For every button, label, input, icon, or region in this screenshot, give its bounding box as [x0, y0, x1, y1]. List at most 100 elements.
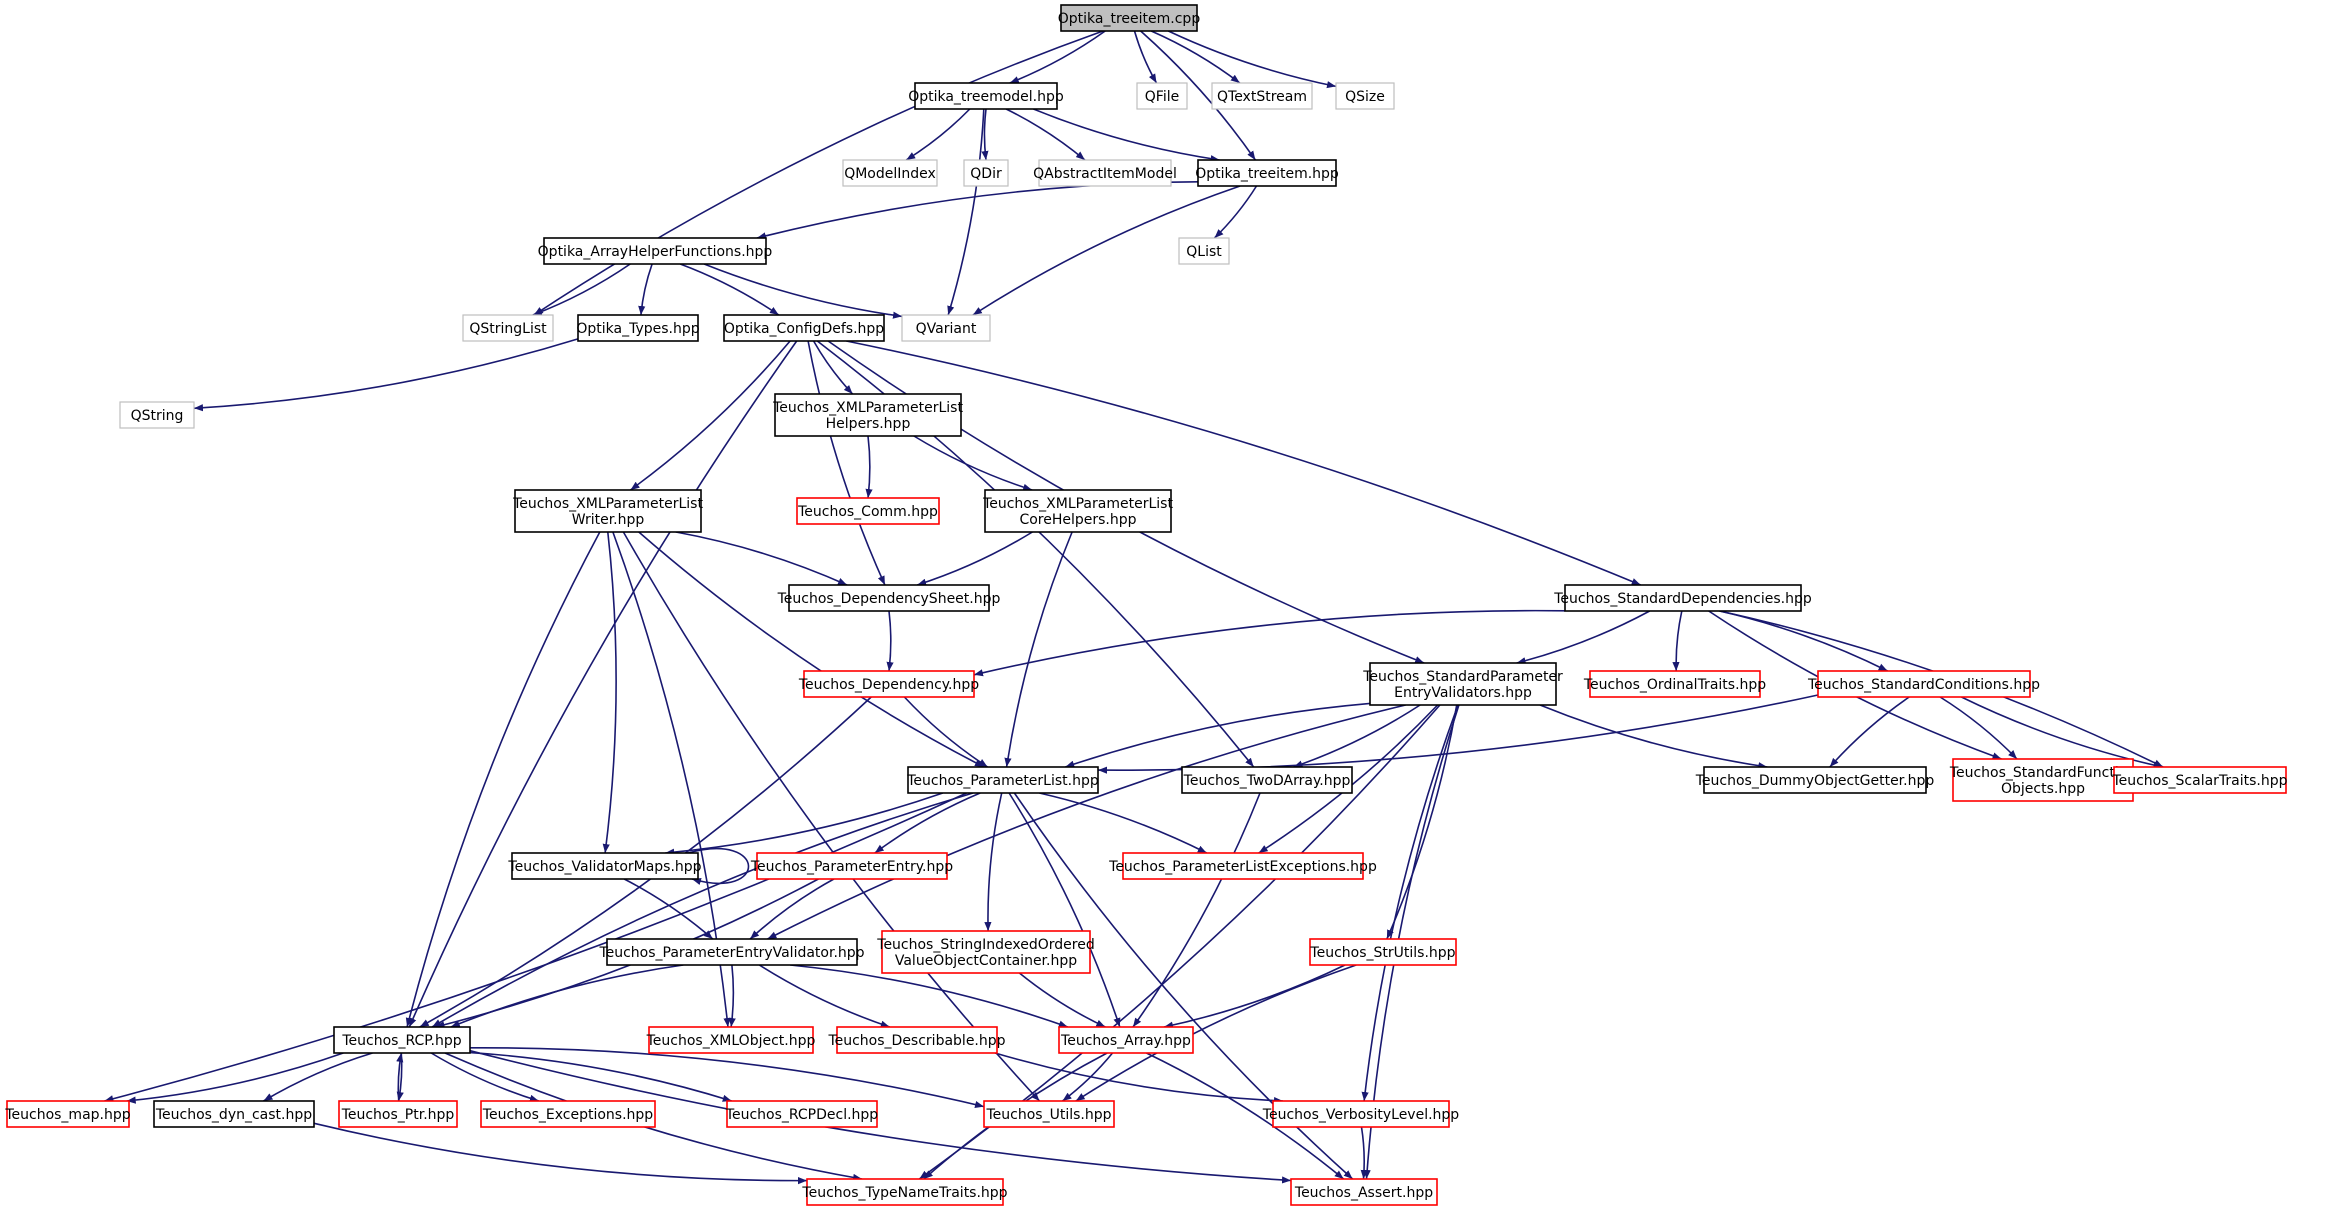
node-n48[interactable]: Teuchos_VerbosityLevel.hpp: [1262, 1100, 1460, 1128]
node-label: Teuchos_TypeNameTraits.hpp: [801, 1185, 1007, 1201]
node-n11[interactable]: QList: [1178, 237, 1230, 265]
node-n6[interactable]: QModelIndex: [842, 159, 938, 187]
node-label: QModelIndex: [844, 166, 936, 182]
node-n36[interactable]: Teuchos_StringIndexedOrderedValueObjectC…: [876, 930, 1095, 974]
node-n41[interactable]: Teuchos_Array.hpp: [1058, 1026, 1194, 1054]
edge-n35-n41: [790, 964, 1069, 1028]
node-n12[interactable]: QStringList: [462, 314, 554, 342]
node-box: [1197, 159, 1337, 187]
node-label: QStringList: [469, 321, 547, 337]
node-label: Teuchos_StandardDependencies.hpp: [1553, 591, 1812, 607]
edge-n32-n35: [623, 878, 714, 940]
node-box: [1589, 670, 1761, 698]
node-box: [756, 852, 948, 880]
node-n42[interactable]: Teuchos_map.hpp: [4, 1100, 131, 1128]
node-n31[interactable]: Teuchos_ScalarTraits.hpp: [2111, 766, 2288, 794]
edge-n14-n21: [846, 340, 1642, 586]
node-label: Teuchos_Comm.hpp: [797, 504, 938, 520]
node-n25[interactable]: Teuchos_OrdinalTraits.hpp: [1583, 670, 1766, 698]
edge-n27-n34: [1039, 792, 1208, 854]
node-n29[interactable]: Teuchos_DummyObjectGetter.hpp: [1695, 766, 1935, 794]
edge-n27-n38: [431, 792, 974, 1028]
node-box: [1309, 938, 1457, 966]
node-n2[interactable]: Optika_treemodel.hpp: [908, 82, 1064, 110]
node-box: [2113, 766, 2287, 794]
node-n13[interactable]: Optika_Types.hpp: [576, 314, 700, 342]
node-n28[interactable]: Teuchos_TwoDArray.hpp: [1181, 766, 1353, 794]
edge-n27-n36: [984, 792, 1003, 932]
node-n32[interactable]: Teuchos_ValidatorMaps.hpp: [507, 852, 702, 880]
edge-n35-n38: [450, 964, 684, 1028]
node-label: QAbstractItemModel: [1033, 166, 1177, 182]
edge-n26-n30: [1939, 696, 2018, 760]
node-n22[interactable]: Teuchos_DependencySheet.hpp: [777, 584, 1001, 612]
node-n9[interactable]: Optika_treeitem.hpp: [1195, 159, 1339, 187]
node-box: [511, 852, 699, 880]
node-n44[interactable]: Teuchos_Ptr.hpp: [338, 1100, 458, 1128]
edge-n17-n20: [913, 435, 1033, 491]
node-n10[interactable]: Optika_ArrayHelperFunctions.hpp: [538, 237, 773, 265]
edge-n38-n49: [444, 1052, 863, 1181]
node-n15[interactable]: QVariant: [901, 314, 991, 342]
node-n1[interactable]: Optika_treeitem.cpp: [1058, 4, 1201, 32]
edge-n28-n41: [1132, 792, 1261, 1028]
node-label: Teuchos_StringIndexedOrdered: [876, 937, 1094, 953]
edge-n14-n38: [408, 340, 798, 1028]
node-box: [963, 159, 1009, 187]
edge-n1-n2: [1009, 30, 1106, 84]
edge-n18-n27: [638, 531, 985, 768]
node-n14[interactable]: Optika_ConfigDefs.hpp: [723, 314, 885, 342]
edge-n10-n14: [679, 263, 780, 316]
edge-n20-n22: [916, 531, 1033, 586]
node-n21[interactable]: Teuchos_StandardDependencies.hpp: [1553, 584, 1812, 612]
edge-n35-n39: [728, 964, 736, 1028]
node-n45[interactable]: Teuchos_Exceptions.hpp: [480, 1100, 656, 1128]
node-label: Teuchos_Assert.hpp: [1294, 1185, 1433, 1201]
edge-n41-n47: [1062, 1052, 1114, 1102]
node-n27[interactable]: Teuchos_ParameterList.hpp: [906, 766, 1099, 794]
node-label: Teuchos_TwoDArray.hpp: [1183, 773, 1351, 789]
node-label: QTextStream: [1217, 89, 1307, 105]
node-n47[interactable]: Teuchos_Utils.hpp: [983, 1100, 1115, 1128]
edge-n14-n22: [807, 340, 886, 586]
node-n35[interactable]: Teuchos_ParameterEntryValidator.hpp: [598, 938, 865, 966]
node-box: [1038, 159, 1172, 187]
node-box: [514, 489, 702, 533]
node-n34[interactable]: Teuchos_ParameterListExceptions.hpp: [1108, 852, 1377, 880]
node-n16[interactable]: QString: [119, 401, 195, 429]
node-n23[interactable]: Teuchos_StandardParameterEntryValidators…: [1362, 662, 1563, 706]
node-box: [1181, 766, 1353, 794]
node-n39[interactable]: Teuchos_XMLObject.hpp: [646, 1026, 816, 1054]
node-n50[interactable]: Teuchos_Assert.hpp: [1290, 1178, 1438, 1206]
node-box: [577, 314, 699, 342]
node-n26[interactable]: Teuchos_StandardConditions.hpp: [1807, 670, 2040, 698]
node-box: [796, 497, 940, 525]
node-n38[interactable]: Teuchos_RCP.hpp: [333, 1026, 471, 1054]
node-n37[interactable]: Teuchos_StrUtils.hpp: [1309, 938, 1457, 966]
edge-n13-n16: [193, 338, 579, 412]
node-n49[interactable]: Teuchos_TypeNameTraits.hpp: [801, 1178, 1008, 1206]
node-n3[interactable]: QFile: [1136, 82, 1188, 110]
node-n43[interactable]: Teuchos_dyn_cast.hpp: [153, 1100, 315, 1128]
node-n33[interactable]: Teuchos_ParameterEntry.hpp: [750, 852, 953, 880]
edge-n20-n27: [1004, 531, 1073, 768]
node-n7[interactable]: QDir: [963, 159, 1009, 187]
node-label: QDir: [970, 166, 1002, 182]
edge-n27-n42: [104, 792, 967, 1103]
node-label: Teuchos_Array.hpp: [1060, 1033, 1191, 1049]
node-n46[interactable]: Teuchos_RCPDecl.hpp: [725, 1100, 879, 1128]
node-n5[interactable]: QSize: [1335, 82, 1395, 110]
node-n40[interactable]: Teuchos_Describable.hpp: [827, 1026, 1006, 1054]
node-n24[interactable]: Teuchos_Dependency.hpp: [798, 670, 979, 698]
node-box: [774, 393, 962, 437]
node-n19[interactable]: Teuchos_Comm.hpp: [796, 497, 940, 525]
node-n8[interactable]: QAbstractItemModel: [1033, 159, 1177, 187]
node-n4[interactable]: QTextStream: [1211, 82, 1313, 110]
edge-n38-n46: [469, 1051, 732, 1102]
node-box: [1272, 1100, 1450, 1128]
edge-n1-n9: [1140, 30, 1257, 161]
